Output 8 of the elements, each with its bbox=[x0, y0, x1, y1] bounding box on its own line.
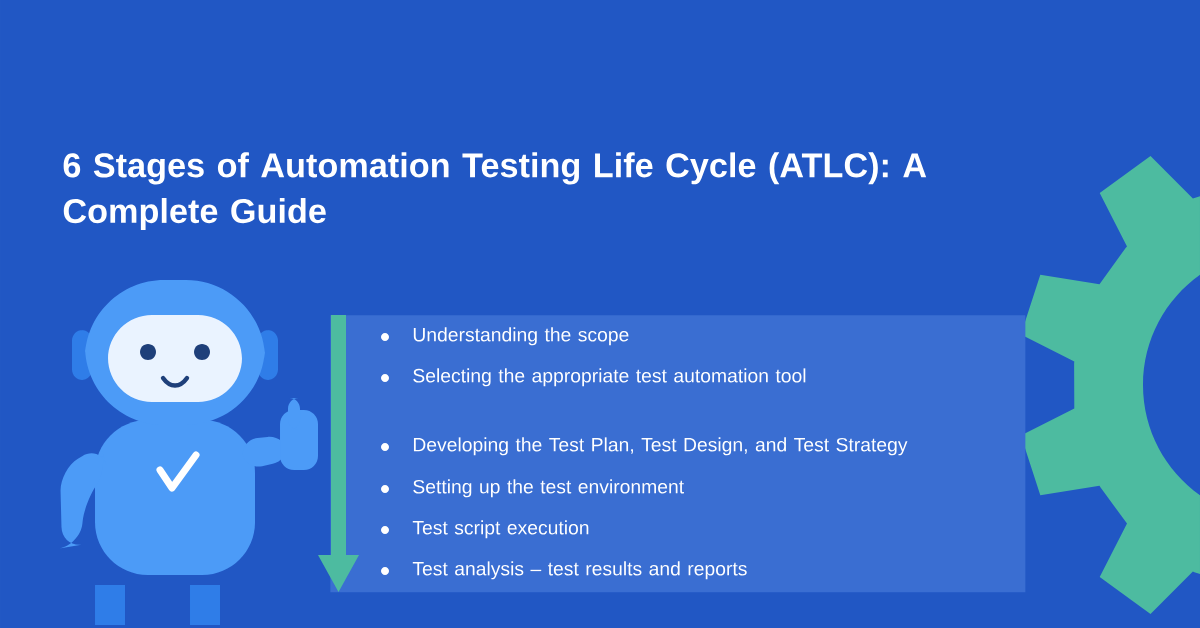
list-item: Setting up the test environment bbox=[413, 479, 684, 498]
list-item: Understanding the scope bbox=[413, 327, 629, 346]
list-item: Developing the Test Plan, Test Design, and Test Strategy bbox=[413, 437, 908, 456]
list-item: Test analysis – test results and reports bbox=[412, 561, 747, 580]
list-item: Test script execution bbox=[412, 520, 589, 539]
list-item: Selecting the appropriate test automation tool bbox=[413, 368, 806, 387]
list-panel bbox=[330, 315, 1026, 593]
title: 6 Stages of Automation Testing Life Cycle (ATLC): A Complete Guide bbox=[63, 152, 927, 230]
